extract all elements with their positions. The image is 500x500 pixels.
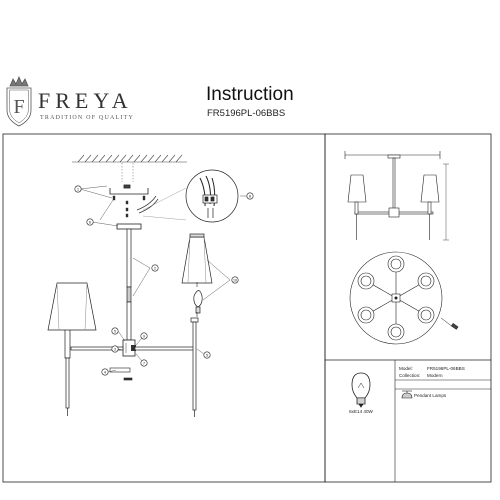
right-lamp-socket [190,317,199,417]
model-label: Model: [399,366,413,371]
callout-10: 10 [233,278,237,282]
callout-7: 7 [143,361,145,365]
exploded-shade [181,233,213,284]
brand-tagline: TRADITION OF QUALITY [40,115,134,121]
wiring [136,195,159,214]
side-panel-frame [324,133,492,483]
callout-1: 1 [77,187,79,191]
front-view [344,151,449,241]
callout-2: 2 [154,266,156,270]
model-code: FR5196PL-06BBS [207,108,286,119]
left-lamp [47,282,97,416]
wiring-detail [142,169,239,223]
page-title: Instruction [206,84,294,105]
pendant-lamp-icon [401,390,413,399]
callout-4: 4 [104,370,106,374]
light-bulb-icon [351,372,371,408]
type-value: Pendant Lamps [414,393,447,398]
collection-value: Modern [427,373,443,378]
info-table-lines [394,360,491,482]
callout-5b: 5 [206,353,208,357]
mounting-bracket [109,184,149,195]
canopy [116,223,142,230]
central-rod [126,228,132,341]
brand-name: FREYA [38,88,133,113]
callout-8: 8 [249,194,251,198]
fitting-part [109,367,133,381]
callout-leaders [79,185,248,373]
main-panel-frame [2,133,326,483]
model-value: FR5196PL-06BBS [427,366,465,371]
mounting-screws [112,195,146,218]
lamp-spec: 6xE14 40W [349,409,373,414]
callout-9: 9 [143,334,145,338]
callout-5: 5 [114,329,116,333]
candle-bulb [193,290,203,314]
callout-6: 6 [89,220,91,224]
callout-markers [74,185,254,376]
top-view [349,251,459,345]
ceiling-hatch [72,154,187,163]
callout-3: 3 [114,347,116,351]
collection-label: Collection: [399,373,420,378]
